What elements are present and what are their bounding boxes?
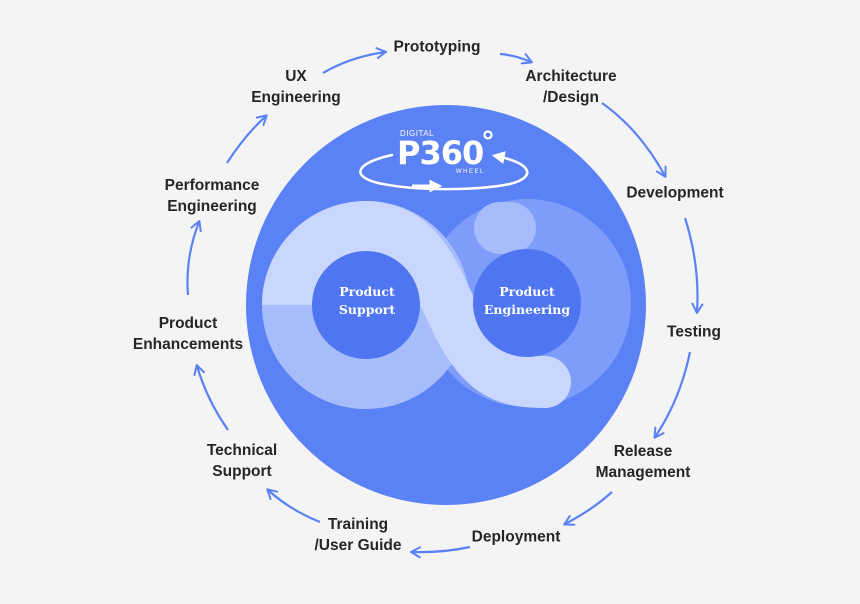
stage-product-enhancements: Product Enhancements [133, 313, 243, 355]
arrow-deployment-to-training [410, 545, 471, 559]
stage-label-line: Management [595, 464, 691, 481]
stage-label-line: Release [613, 443, 673, 460]
stage-architecture-design: Architecture /Design [525, 66, 616, 108]
stage-label-line: UX [285, 68, 307, 85]
stage-label-line: Development [626, 184, 724, 202]
stage-label-line: Deployment [471, 528, 561, 546]
core-circle-left [312, 251, 420, 359]
stage-ux-engineering: UX Engineering [251, 66, 341, 108]
stage-label-line: Training [327, 516, 389, 533]
core-circle-right [473, 249, 581, 357]
stage-label-line: /Design [543, 89, 599, 106]
arrow-ux-to-prototyping [322, 47, 387, 74]
infinity-loops [262, 199, 631, 409]
logo-prefix: DIGITAL [400, 129, 435, 138]
stage-release-management: Release Management [596, 441, 691, 483]
stage-label-line: Product [158, 315, 218, 332]
core-label-product-support: Product Support [339, 283, 395, 319]
core-label-line: Product [339, 284, 395, 299]
core-label-line: Support [338, 302, 396, 317]
core-label-line: Product [499, 284, 555, 299]
arrow-technical-to-enhancements [193, 364, 229, 431]
core-label-line: Engineering [483, 302, 571, 317]
stage-technical-support: Technical Support [207, 440, 277, 482]
arrow-prototyping-to-architecture [499, 52, 533, 65]
logo-degree: ° [482, 125, 494, 158]
stage-testing: Testing [667, 322, 721, 343]
logo-suffix: WHEEL [456, 169, 485, 175]
stage-label-line: /User Guide [314, 537, 402, 554]
logo-main: P360 [397, 134, 484, 172]
stage-label-line: Testing [667, 323, 721, 341]
arrow-testing-to-release [653, 351, 692, 439]
crossing-band [340, 201, 571, 408]
stage-label-line: Support [212, 463, 272, 480]
arrow-performance-to-ux [226, 114, 268, 164]
stage-training-user-guide: Training /User Guide [315, 514, 402, 556]
cycle-arrows [186, 47, 704, 559]
logo-swoosh [359, 151, 529, 191]
stage-prototyping: Prototyping [394, 37, 481, 58]
arrow-release-to-deployment [563, 491, 613, 526]
arrow-architecture-to-development [601, 102, 667, 178]
stage-label-line: Performance [164, 177, 260, 194]
arrow-enhancements-to-performance [186, 220, 202, 296]
arrow-training-to-technical [266, 488, 321, 524]
stage-label-line: Architecture [525, 68, 617, 85]
stage-deployment: Deployment [472, 527, 561, 548]
stage-label-line: Engineering [167, 198, 257, 215]
stage-label-line: Technical [206, 442, 278, 459]
stage-development: Development [626, 183, 723, 204]
stage-performance-engineering: Performance Engineering [165, 175, 260, 217]
stage-label-line: Prototyping [393, 38, 481, 56]
arrow-development-to-testing [683, 217, 704, 314]
stage-label-line: Engineering [251, 89, 341, 106]
core-label-product-engineering: Product Engineering [484, 283, 570, 319]
stage-label-line: Enhancements [132, 336, 244, 353]
